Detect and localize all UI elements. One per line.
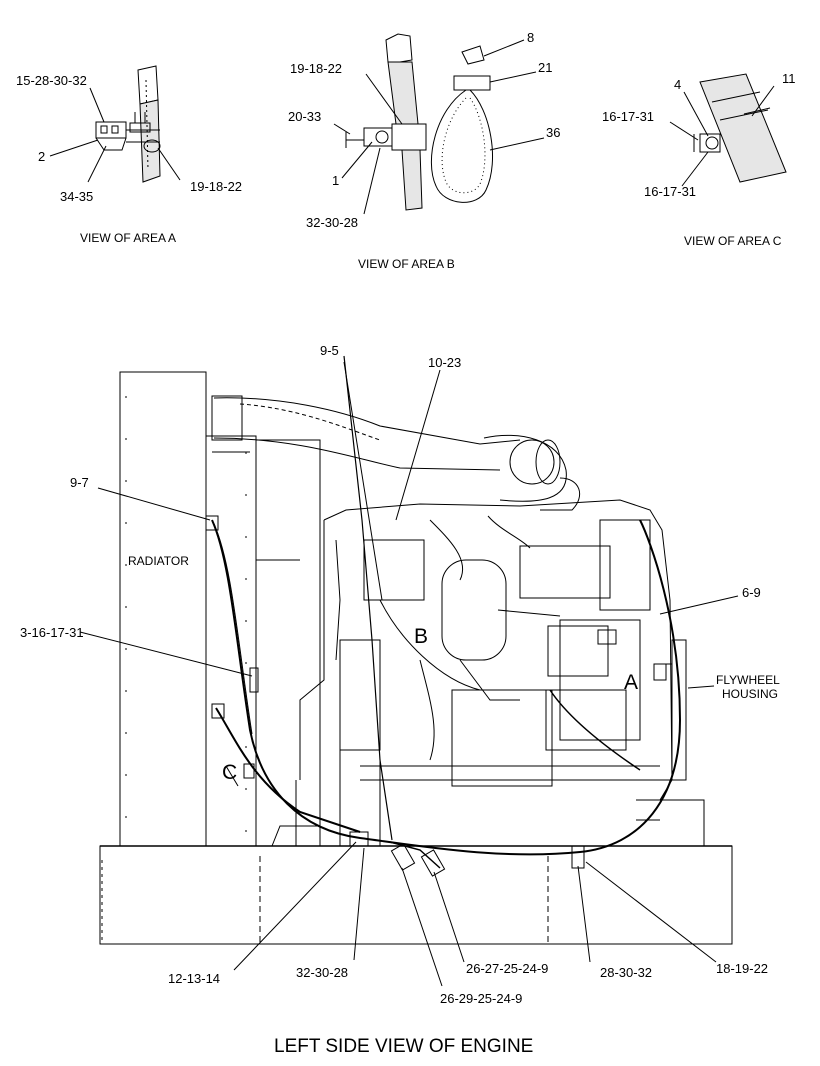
callout-b-36: 36: [546, 125, 561, 140]
callout-main-12-13-14: 12-13-14: [168, 971, 221, 986]
callout-b-19-18-22: 19-18-22: [290, 61, 343, 76]
callout-a-15-28-30-32: 15-28-30-32: [16, 73, 87, 88]
callout-c-4: 4: [674, 77, 682, 92]
callout-b-20-33: 20-33: [288, 109, 322, 124]
callout-b-21: 21: [538, 60, 553, 75]
callout-a-19-18-22: 19-18-22: [190, 179, 243, 194]
area-b-detail: [334, 34, 544, 214]
callout-a-34-35: 34-35: [60, 189, 94, 204]
area-a-detail: [50, 66, 180, 182]
caption-view-area-a: VIEW OF AREA A: [80, 231, 177, 245]
callout-main-6-9: 6-9: [742, 585, 761, 600]
callout-c-16-17-31-bottom: 16-17-31: [644, 184, 697, 199]
area-marker-c: C: [222, 761, 238, 784]
callout-main-9-7: 9-7: [70, 475, 89, 490]
main-engine-view: [80, 356, 738, 986]
callout-main-3-16-17-31: 3-16-17-31: [20, 625, 84, 640]
callout-c-16-17-31-top: 16-17-31: [602, 109, 655, 124]
callout-main-32-30-28: 32-30-28: [296, 965, 349, 980]
flywheel-housing-label-line1: FLYWHEEL: [716, 673, 780, 687]
callout-main-26-29-25-24-9: 26-29-25-24-9: [440, 991, 523, 1006]
callout-a-2: 2: [38, 149, 46, 164]
flywheel-housing-label-line2: HOUSING: [722, 687, 779, 701]
callout-main-10-23: 10-23: [428, 355, 462, 370]
caption-view-area-c: VIEW OF AREA C: [684, 234, 782, 248]
main-view-title: LEFT SIDE VIEW OF ENGINE: [274, 1036, 534, 1057]
callout-b-8: 8: [527, 30, 535, 45]
callout-main-26-27-25-24-9: 26-27-25-24-9: [466, 961, 549, 976]
area-marker-a: A: [624, 671, 639, 694]
callout-main-9-5: 9-5: [320, 343, 339, 358]
callout-main-28-30-32: 28-30-32: [600, 965, 653, 980]
callout-c-11: 11: [782, 71, 796, 86]
area-c-detail: [670, 74, 786, 186]
callout-b-1: 1: [332, 173, 340, 188]
caption-view-area-b: VIEW OF AREA B: [358, 257, 455, 271]
callout-main-18-19-22: 18-19-22: [716, 961, 769, 976]
radiator-label: RADIATOR: [128, 554, 189, 568]
callout-b-32-30-28: 32-30-28: [306, 215, 359, 230]
area-marker-b: B: [414, 625, 429, 648]
